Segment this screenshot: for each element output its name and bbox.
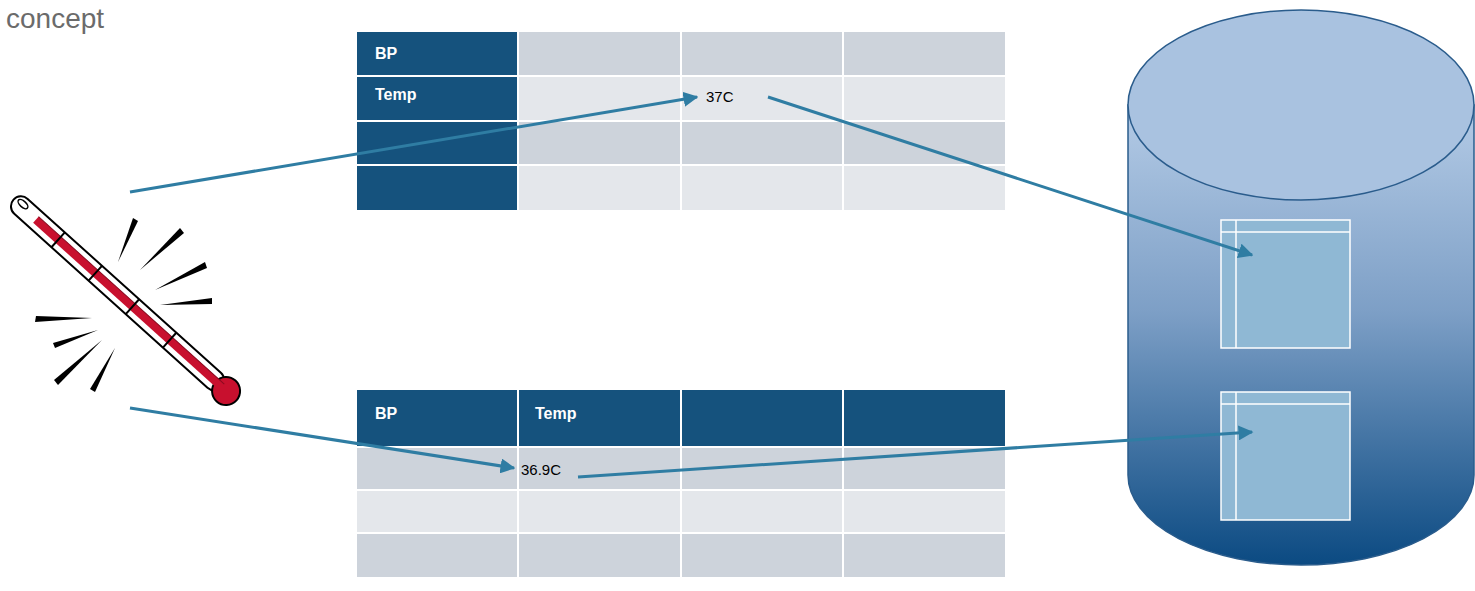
database-cylinder	[1128, 10, 1474, 565]
db-table-icon	[1221, 392, 1350, 520]
heading-text: concept	[6, 2, 104, 36]
flow-arrow	[768, 97, 1252, 255]
db-table-icon	[1221, 220, 1350, 348]
table-cell-text: 37C	[706, 88, 734, 106]
table-header-text: Temp	[535, 404, 576, 423]
table-header-text: Temp	[375, 85, 416, 104]
bottom-table	[357, 390, 1005, 577]
flow-arrow	[578, 432, 1252, 477]
table-header-text: BP	[375, 404, 397, 423]
table-header-text: BP	[375, 44, 397, 63]
flow-arrows	[130, 97, 1252, 477]
flow-arrow	[130, 408, 514, 468]
table-cell-text: 36.9C	[521, 461, 561, 479]
flow-arrow	[130, 97, 697, 192]
thermometer-illustration	[4, 189, 246, 411]
top-table	[357, 32, 1005, 210]
